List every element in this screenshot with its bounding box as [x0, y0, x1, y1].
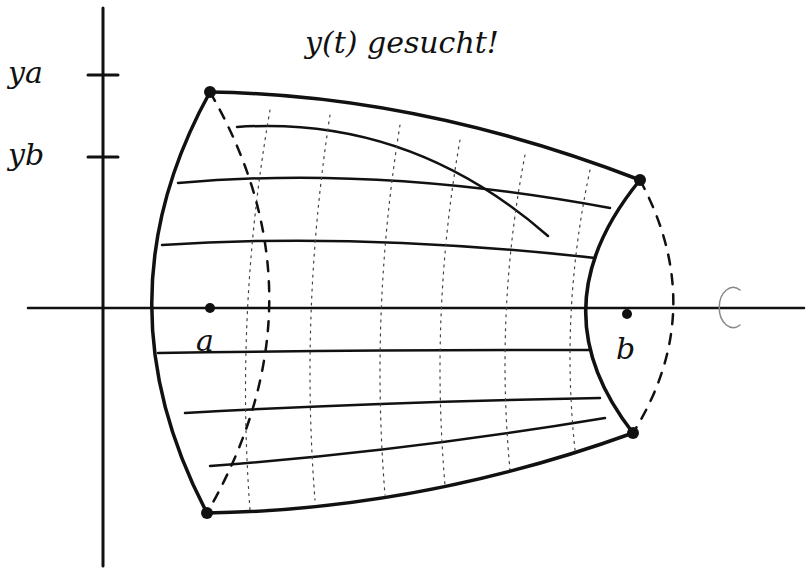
- rotation-mark: [719, 288, 740, 328]
- point-label: a: [196, 326, 214, 356]
- tick-yb: [88, 156, 118, 159]
- point-label: b: [616, 334, 635, 364]
- axis-label: yb: [8, 140, 44, 170]
- axis-label: ya: [8, 58, 43, 88]
- corner-dots: [201, 86, 646, 519]
- y-axis: [102, 8, 105, 566]
- note-text: y(t) gesucht!: [305, 28, 499, 58]
- meridian-lines: [246, 110, 591, 510]
- surface-outline: [152, 92, 640, 513]
- x-axis: [28, 307, 804, 310]
- hidden-edges: [207, 92, 673, 513]
- tick-ya: [88, 74, 118, 77]
- surface-hatching: [158, 126, 610, 466]
